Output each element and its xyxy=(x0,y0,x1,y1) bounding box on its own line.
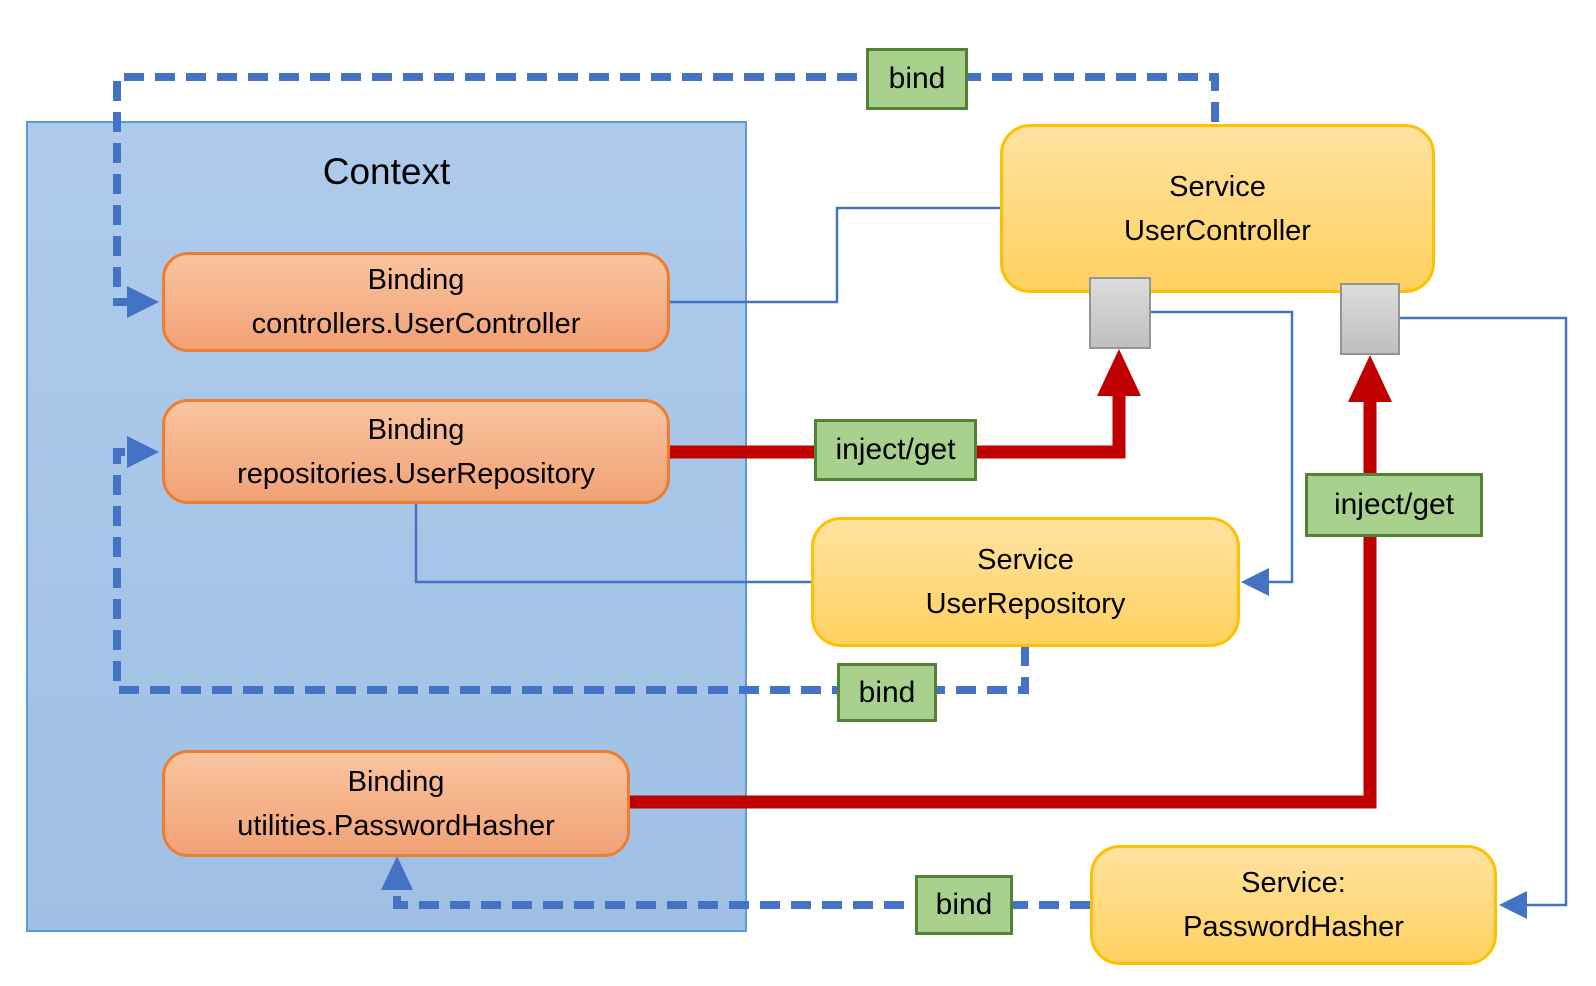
binding-box-utilities-passwordhasher: Binding utilities.PasswordHasher xyxy=(162,750,630,857)
bind-label-middle: bind xyxy=(837,663,937,722)
bind-arrowhead-userrepository xyxy=(127,436,159,468)
dep-arrowhead-userrepository xyxy=(1241,568,1269,596)
bind-wire-passwordhasher xyxy=(393,890,1090,909)
dep-arrowhead-passwordhasher xyxy=(1499,891,1527,919)
ref-line-binding-to-service-userrepository xyxy=(414,504,811,584)
bind-label-text: bind xyxy=(935,888,993,921)
bind-arrowhead-passwordhasher xyxy=(381,856,413,890)
binding-title: Binding xyxy=(367,413,465,446)
bind-label-text: bind xyxy=(888,62,946,95)
bind-label-bottom: bind xyxy=(915,875,1013,935)
inject-arrowhead-passwordhasher xyxy=(1348,355,1392,402)
service-title: Service: xyxy=(1241,867,1346,899)
bind-arrowhead-usercontroller xyxy=(127,286,159,318)
bind-label-top: bind xyxy=(866,48,968,110)
dep-line-usercontroller-to-userrepository xyxy=(1151,310,1294,584)
dep-line-usercontroller-to-passwordhasher xyxy=(1400,316,1568,907)
service-name: UserController xyxy=(1124,214,1311,247)
inject-get-label-text: inject/get xyxy=(1333,488,1455,521)
injection-slot-userrepository xyxy=(1089,277,1151,349)
service-box-usercontroller: Service UserController xyxy=(1000,124,1435,293)
service-name: PasswordHasher xyxy=(1183,911,1404,943)
inject-arrowhead-userrepository xyxy=(1097,349,1141,396)
binding-box-controllers-usercontroller: Binding controllers.UserController xyxy=(162,252,670,352)
inject-get-label-text: inject/get xyxy=(835,433,956,466)
inject-get-label-userrepository: inject/get xyxy=(814,419,977,481)
binding-title: Binding xyxy=(367,264,465,296)
binding-key: repositories.UserRepository xyxy=(237,457,595,490)
context-title: Context xyxy=(322,151,451,192)
service-box-userrepository: Service UserRepository xyxy=(811,517,1240,647)
ref-line-binding-to-service-usercontroller xyxy=(670,206,1000,304)
service-title: Service xyxy=(977,544,1074,576)
binding-box-repositories-userrepository: Binding repositories.UserRepository xyxy=(162,399,670,504)
binding-key: utilities.PasswordHasher xyxy=(237,809,555,842)
service-title: Service xyxy=(1169,170,1266,203)
service-box-passwordhasher: Service: PasswordHasher xyxy=(1090,845,1497,965)
inject-get-label-passwordhasher: inject/get xyxy=(1305,473,1483,537)
binding-key: controllers.UserController xyxy=(251,308,581,340)
injection-slot-passwordhasher xyxy=(1340,283,1400,355)
bind-wire-usercontroller xyxy=(113,73,1219,306)
bind-label-text: bind xyxy=(858,675,916,709)
binding-title: Binding xyxy=(347,765,445,798)
service-name: UserRepository xyxy=(925,588,1126,620)
bind-wire-userrepository xyxy=(113,448,1029,694)
